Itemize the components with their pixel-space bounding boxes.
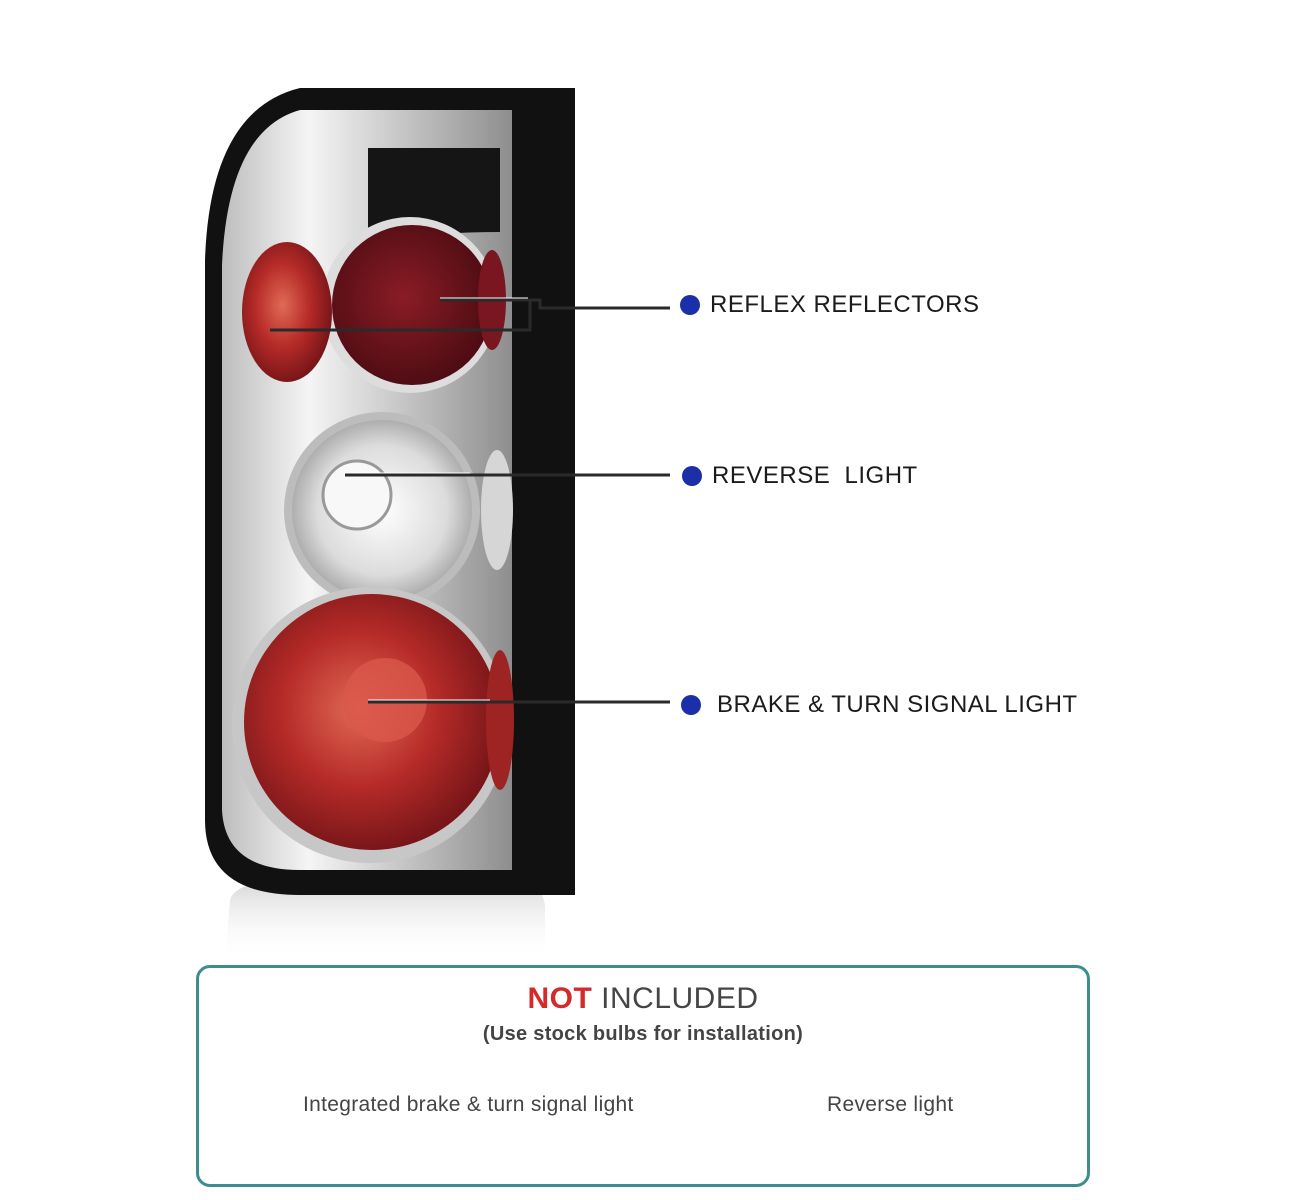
reflection-shape [225, 878, 545, 960]
not-label: NOT [527, 982, 593, 1015]
leader-reflex [270, 298, 670, 332]
callout-brake-label: BRAKE & TURN SIGNAL LIGHT [717, 691, 1078, 718]
brake-side [486, 650, 514, 790]
bullet-dot-icon [681, 695, 701, 715]
bulb-label-reverse: Reverse light [827, 1093, 954, 1116]
included-label: INCLUDED [601, 982, 759, 1015]
reverse-side [481, 450, 513, 570]
not-included-box: NOT INCLUDED (Use stock bulbs for instal… [196, 965, 1090, 1187]
tail-light-image [205, 88, 670, 960]
bullet-dot-icon [680, 295, 700, 315]
box-title: NOT INCLUDED [199, 982, 1087, 1016]
callout-reverse: REVERSE LIGHT [682, 462, 918, 490]
reverse-bulb-hole [321, 459, 393, 531]
callout-brake: BRAKE & TURN SIGNAL LIGHT [681, 691, 1078, 719]
callout-reflex-label: REFLEX REFLECTORS [710, 291, 980, 318]
upper-reflector-lens [332, 225, 492, 385]
bulb-label-brake: Integrated brake & turn signal light [303, 1093, 634, 1116]
box-subtitle: (Use stock bulbs for installation) [482, 1023, 804, 1045]
bullet-dot-icon [682, 466, 702, 486]
callout-reflex: REFLEX REFLECTORS [680, 291, 979, 319]
side-reflector [242, 242, 332, 382]
callout-reverse-label: REVERSE LIGHT [712, 462, 918, 489]
